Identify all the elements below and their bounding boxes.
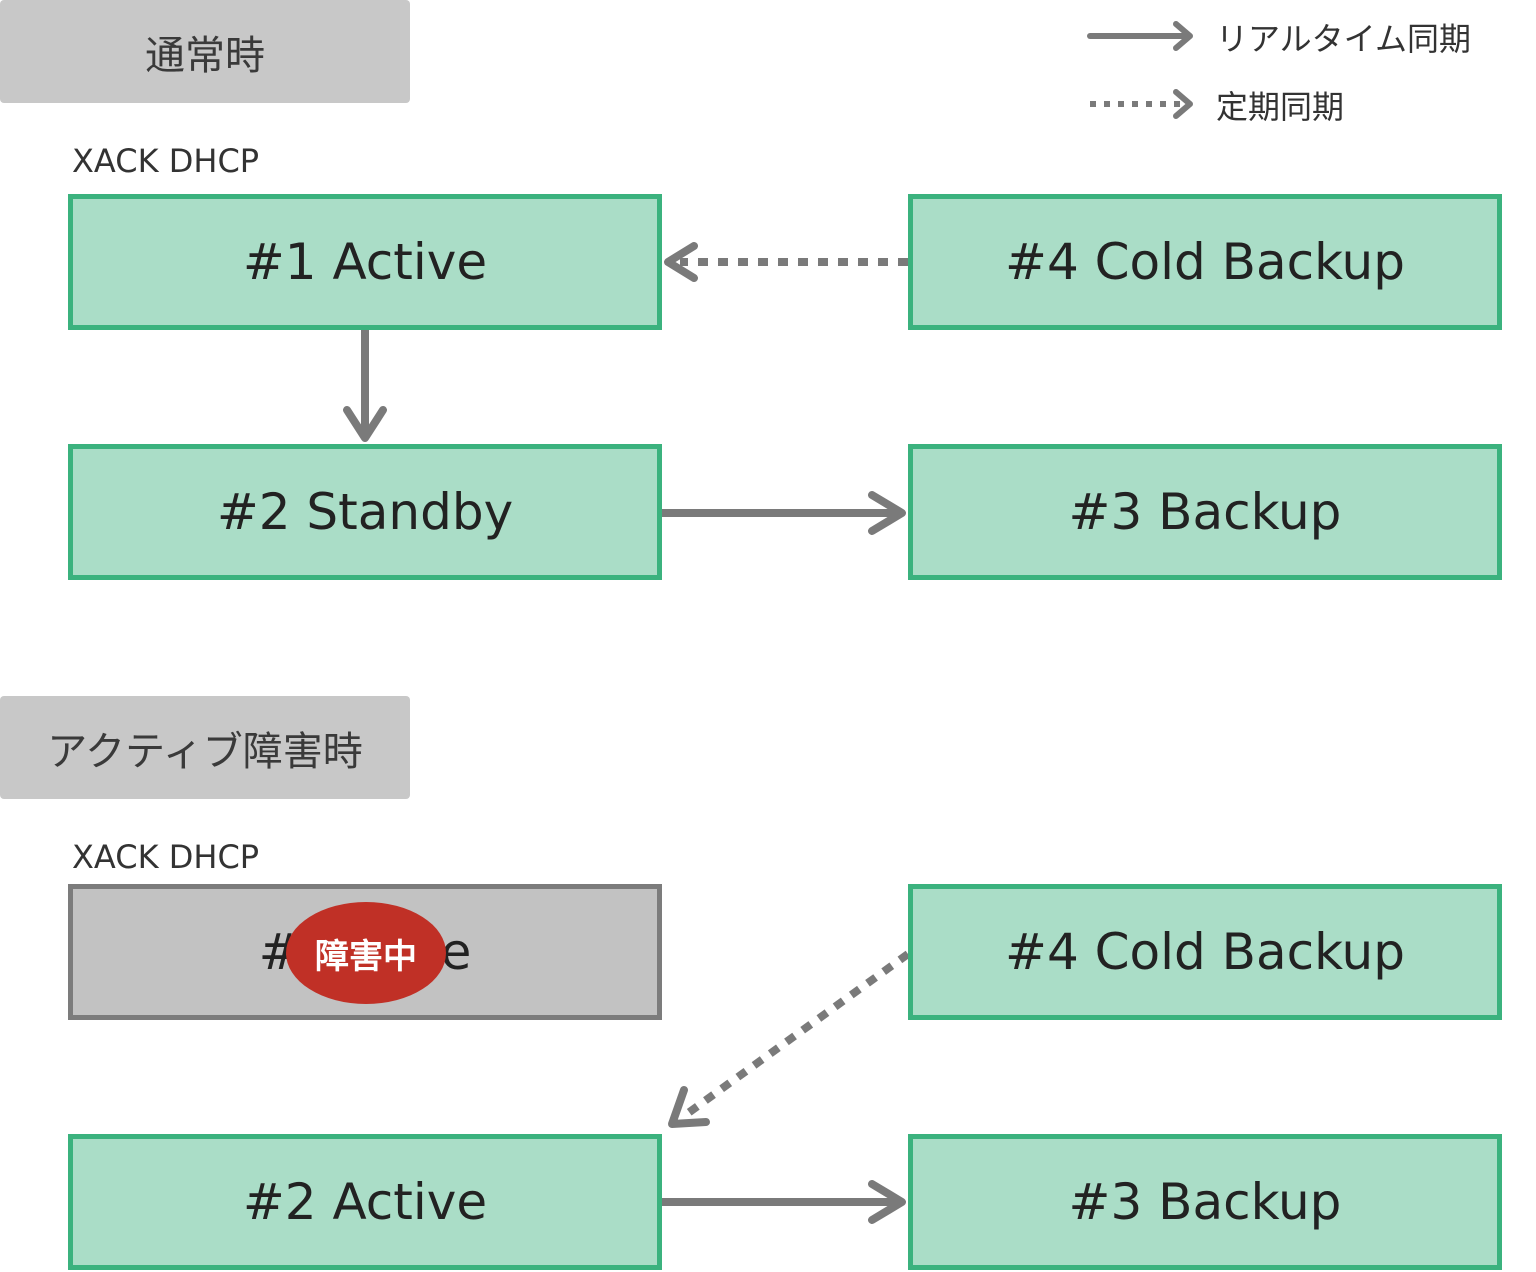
arrow-new-active-to-backup-head: [868, 1180, 906, 1224]
arrow-standby-to-backup-head: [868, 491, 906, 535]
node-backup-label: #3 Backup: [1068, 483, 1342, 541]
legend-periodic-label: 定期同期: [1216, 88, 1345, 126]
normal-group-label: XACK DHCP: [72, 142, 260, 180]
node-new-active: #2 Active: [68, 1134, 662, 1270]
normal-section-title: 通常時: [0, 0, 410, 103]
node-backup-2: #3 Backup: [908, 1134, 1502, 1270]
arrow-cold-to-new-active: [681, 950, 911, 1120]
arrow-active-to-standby-head: [343, 406, 387, 442]
node-backup-2-label: #3 Backup: [1068, 1173, 1342, 1231]
node-cold-backup-2: #4 Cold Backup: [908, 884, 1502, 1020]
arrow-cold-to-new-active-head: [668, 1086, 710, 1128]
legend-dotted-arrowhead: [1173, 89, 1193, 119]
node-backup: #3 Backup: [908, 444, 1502, 580]
node-standby: #2 Standby: [68, 444, 662, 580]
arrow-cold-to-active-head: [664, 242, 698, 282]
legend-realtime-label: リアルタイム同期: [1216, 20, 1472, 58]
node-standby-label: #2 Standby: [216, 483, 514, 541]
failure-badge: 障害中: [286, 902, 446, 1004]
node-active-label: #1 Active: [242, 233, 488, 291]
legend-solid-arrowhead: [1173, 21, 1193, 51]
failure-group-label: XACK DHCP: [72, 838, 260, 876]
node-new-active-label: #2 Active: [242, 1173, 488, 1231]
node-cold-backup-2-label: #4 Cold Backup: [1005, 923, 1405, 981]
node-cold-backup: #4 Cold Backup: [908, 194, 1502, 330]
failure-section-title: アクティブ障害時: [0, 696, 410, 799]
node-active: #1 Active: [68, 194, 662, 330]
node-cold-backup-label: #4 Cold Backup: [1005, 233, 1405, 291]
